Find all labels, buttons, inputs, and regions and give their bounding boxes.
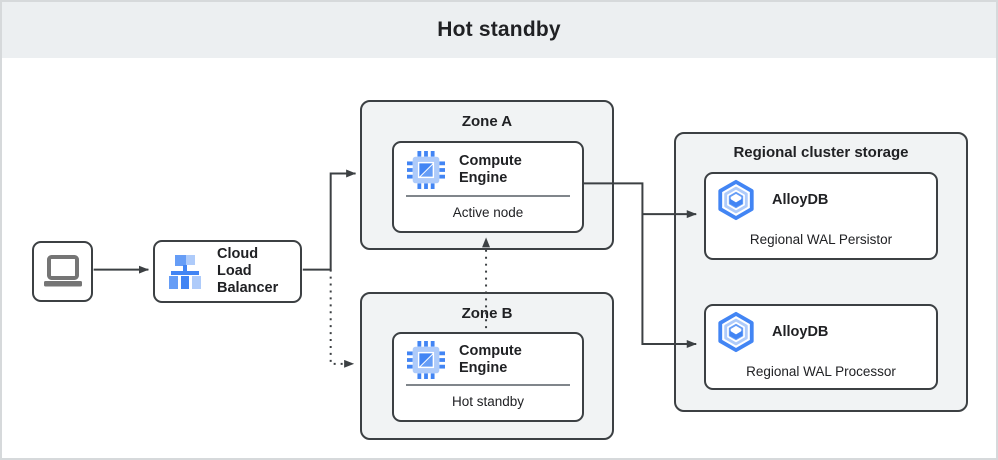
connector-load-balancer-to-zone-a <box>302 169 357 271</box>
connector-load-balancer-to-zone-b-dotted <box>329 269 355 368</box>
load-balancer-icon <box>169 254 201 289</box>
alloydb-card-top: AlloyDB <box>706 174 936 224</box>
regional-cluster-storage-title: Regional cluster storage <box>733 144 909 161</box>
card-divider <box>406 195 570 197</box>
compute-engine-card-zone-a: Compute Engine Active node <box>392 141 584 233</box>
load-balancer-label: Cloud Load Balancer <box>217 246 279 296</box>
alloydb-card-wal-persistor: AlloyDB Regional WAL Persistor <box>704 172 938 260</box>
alloydb-icon <box>718 179 754 221</box>
compute-engine-role: Active node <box>452 205 524 220</box>
alloydb-icon <box>718 311 754 353</box>
diagram-title: Hot standby <box>437 18 561 41</box>
alloydb-role: Regional WAL Persistor <box>749 232 893 247</box>
zone-b-title: Zone B <box>461 305 513 322</box>
diagram-header: Hot standby <box>2 2 996 58</box>
card-divider <box>406 384 570 386</box>
laptop-icon <box>43 254 82 286</box>
load-balancer-node: Cloud Load Balancer <box>153 240 302 303</box>
alloydb-role: Regional WAL Processor <box>746 364 896 379</box>
compute-engine-role: Hot standby <box>451 394 525 409</box>
compute-engine-name: Compute Engine <box>459 153 522 186</box>
compute-engine-card-zone-a-top: Compute Engine <box>394 143 582 195</box>
client-node <box>32 241 93 302</box>
zone-a-title: Zone A <box>461 113 513 130</box>
compute-engine-name: Compute Engine <box>459 343 522 376</box>
compute-engine-icon <box>407 341 445 379</box>
compute-engine-icon <box>407 151 445 189</box>
alloydb-card-top: AlloyDB <box>706 306 936 356</box>
alloydb-name: AlloyDB <box>772 323 829 340</box>
compute-engine-card-zone-b: Compute Engine Hot standby <box>392 332 584 422</box>
compute-engine-card-zone-b-top: Compute Engine <box>394 334 582 384</box>
alloydb-name: AlloyDB <box>772 191 829 208</box>
alloydb-card-wal-processor: AlloyDB Regional WAL Processor <box>704 304 938 390</box>
